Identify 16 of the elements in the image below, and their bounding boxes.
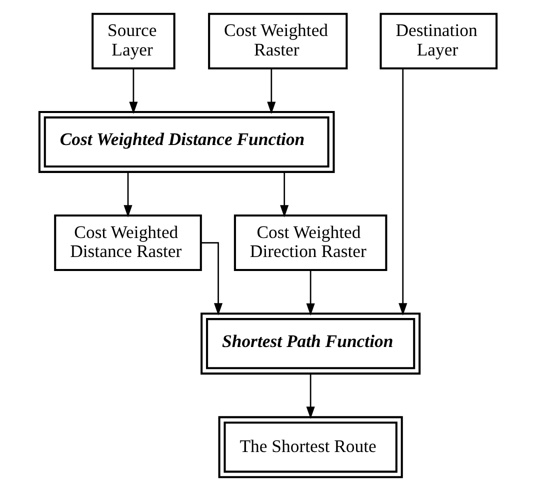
node-box: Cost Weighted Distance Raster [54,214,202,272]
arrow [306,374,314,419]
node-box: Destination Layer [379,12,498,70]
arrow [306,270,314,316]
arrow [398,68,407,316]
node-box: Cost Weighted Distance Function [38,110,334,173]
arrow [123,172,132,218]
arrow [128,68,138,114]
arrow [266,68,276,114]
node-box: The Shortest Route [218,416,402,478]
arrow [200,242,222,316]
node-box: Source Layer [91,12,175,70]
node-box: Shortest Path Function [200,312,420,375]
node-box: Cost Weighted Raster [208,12,348,70]
arrow [280,172,288,218]
node-box: Cost Weighted Direction Raster [233,214,387,272]
